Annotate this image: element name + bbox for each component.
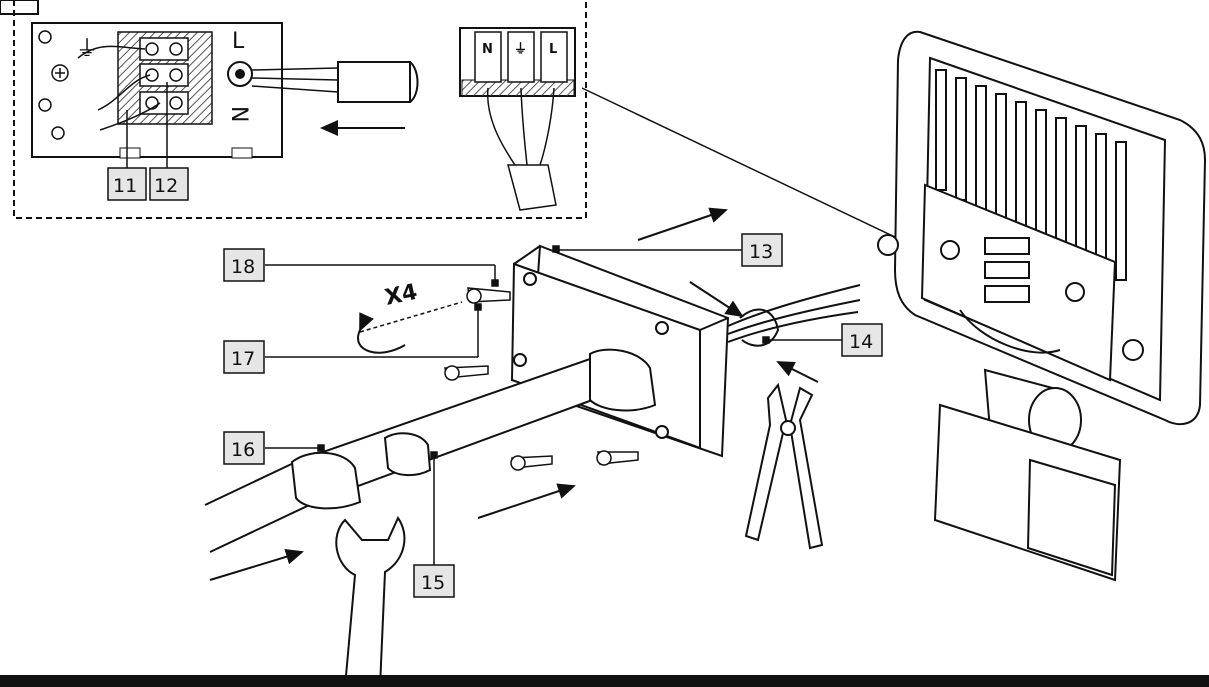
wrench-icon (335, 515, 406, 687)
pliers-icon (744, 382, 824, 550)
callout-12: 12 (154, 175, 178, 197)
callout-16-box (223, 431, 265, 465)
mount-hole (51, 126, 65, 140)
housing-terminal-block (984, 237, 1030, 303)
callout-13: 13 (749, 241, 773, 263)
callout-17: 17 (231, 348, 255, 370)
terminal-label-earth: ⏚ (514, 42, 527, 57)
callout-15-box (413, 564, 455, 598)
callout-11: 11 (113, 175, 137, 197)
earth-screw-icon (51, 64, 69, 82)
supply-cable (204, 348, 657, 553)
floodlight-housing (877, 30, 1207, 426)
terminal-block-plate: ⏚ L N (31, 22, 339, 159)
callout-18-box (223, 248, 265, 282)
callout-12-box (149, 167, 189, 201)
callout-13-box (741, 233, 783, 267)
callout-18: 18 (231, 256, 255, 278)
callout-11-box (107, 167, 147, 201)
wiring-detail-inset: ⏚ L N (0, 0, 587, 219)
corner-tab (0, 0, 39, 15)
cable-gland-icon (227, 61, 253, 87)
clamp-terminals (139, 37, 189, 115)
terminal-label-n: N (482, 42, 493, 57)
rotate-arrow (357, 312, 406, 354)
motion-sensor (933, 368, 1122, 582)
mount-hole (38, 30, 52, 44)
terminal-label-l: L (549, 42, 557, 57)
callouts (265, 245, 842, 565)
callout-16: 16 (231, 439, 255, 461)
callout-14: 14 (849, 331, 873, 353)
callout-15: 15 (421, 572, 445, 594)
svg-text:L: L (232, 29, 245, 54)
cable-end (337, 61, 419, 103)
bottom-rule (0, 675, 1209, 687)
mount-hole (38, 98, 52, 112)
inset-dashed-border (13, 0, 587, 219)
terminal-closeup: N ⏚ L (459, 27, 576, 211)
callout-17-box (223, 340, 265, 374)
svg-text:N: N (226, 106, 251, 122)
screw-quantity: X4 (383, 280, 420, 311)
callout-14-box (841, 323, 883, 357)
screw-set (444, 287, 639, 471)
